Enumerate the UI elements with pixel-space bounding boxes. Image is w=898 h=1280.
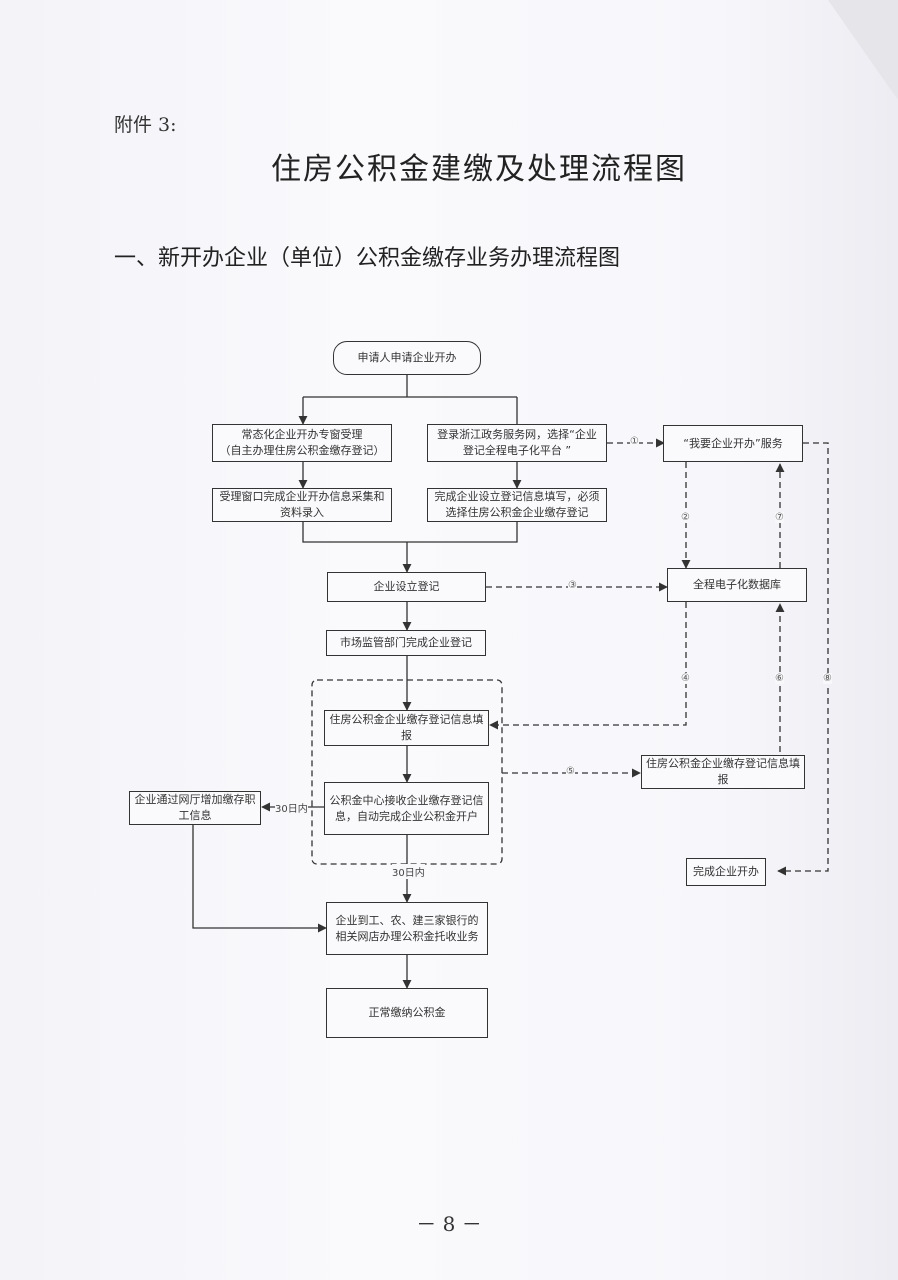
node-service: “我要企业开办”服务 <box>663 425 803 462</box>
node-register: 企业设立登记 <box>327 572 486 602</box>
node-complete: 完成企业开办 <box>686 858 766 886</box>
step-7-marker: ⑦ <box>775 512 784 523</box>
node-online-login: 登录浙江政务服务网，选择“企业登记全程电子化平台 ” <box>427 424 607 462</box>
node-window-accept: 常态化企业开办专窗受理 （自主办理住房公积金缴存登记） <box>212 424 392 462</box>
node-add-staff: 企业通过网厅增加缴存职工信息 <box>129 791 261 825</box>
edge-step8 <box>777 442 829 876</box>
step-2-marker: ② <box>681 512 690 523</box>
edge-step4 <box>489 602 687 730</box>
page-number: － 8 － <box>416 1212 482 1236</box>
node-start: 申请人申请企业开办 <box>333 341 481 375</box>
annex-label: 附件 3: <box>114 114 177 136</box>
edge-start-split <box>303 375 517 398</box>
label-30-days-down: 30日内 <box>392 864 425 879</box>
label-30-days-left: 30日内 <box>275 800 308 815</box>
node-normal-pay: 正常缴纳公积金 <box>326 988 488 1038</box>
node-database: 全程电子化数据库 <box>667 568 807 602</box>
edge-addstaff-bank <box>192 825 327 933</box>
step-4-marker: ④ <box>681 673 690 684</box>
document-title: 住房公积金建缴及处理流程图 <box>271 152 687 187</box>
node-fund-fill-right: 住房公积金企业缴存登记信息填报 <box>641 755 805 789</box>
online-process-group <box>311 679 503 865</box>
step-8-marker: ⑧ <box>823 673 832 684</box>
node-market-done: 市场监管部门完成企业登记 <box>326 630 486 656</box>
page-fold-corner <box>828 0 898 100</box>
step-1-marker: ① <box>630 436 639 447</box>
step-5-marker: ⑤ <box>566 766 575 777</box>
section-heading: 一、新开办企业（单位）公积金缴存业务办理流程图 <box>114 246 621 271</box>
node-bank: 企业到工、农、建三家银行的相关网店办理公积金托收业务 <box>326 902 488 955</box>
node-online-fill: 完成企业设立登记信息填写，必须选择住房公积金企业缴存登记 <box>427 488 607 522</box>
step-3-marker: ③ <box>568 580 577 591</box>
step-6-marker: ⑥ <box>775 673 784 684</box>
edge-merge <box>302 522 518 572</box>
node-fund-fill: 住房公积金企业缴存登记信息填报 <box>324 710 489 746</box>
node-window-collect: 受理窗口完成企业开办信息采集和资料录入 <box>212 488 392 522</box>
node-fund-receive: 公积金中心接收企业缴存登记信息，自动完成企业公积金开户 <box>324 782 489 835</box>
